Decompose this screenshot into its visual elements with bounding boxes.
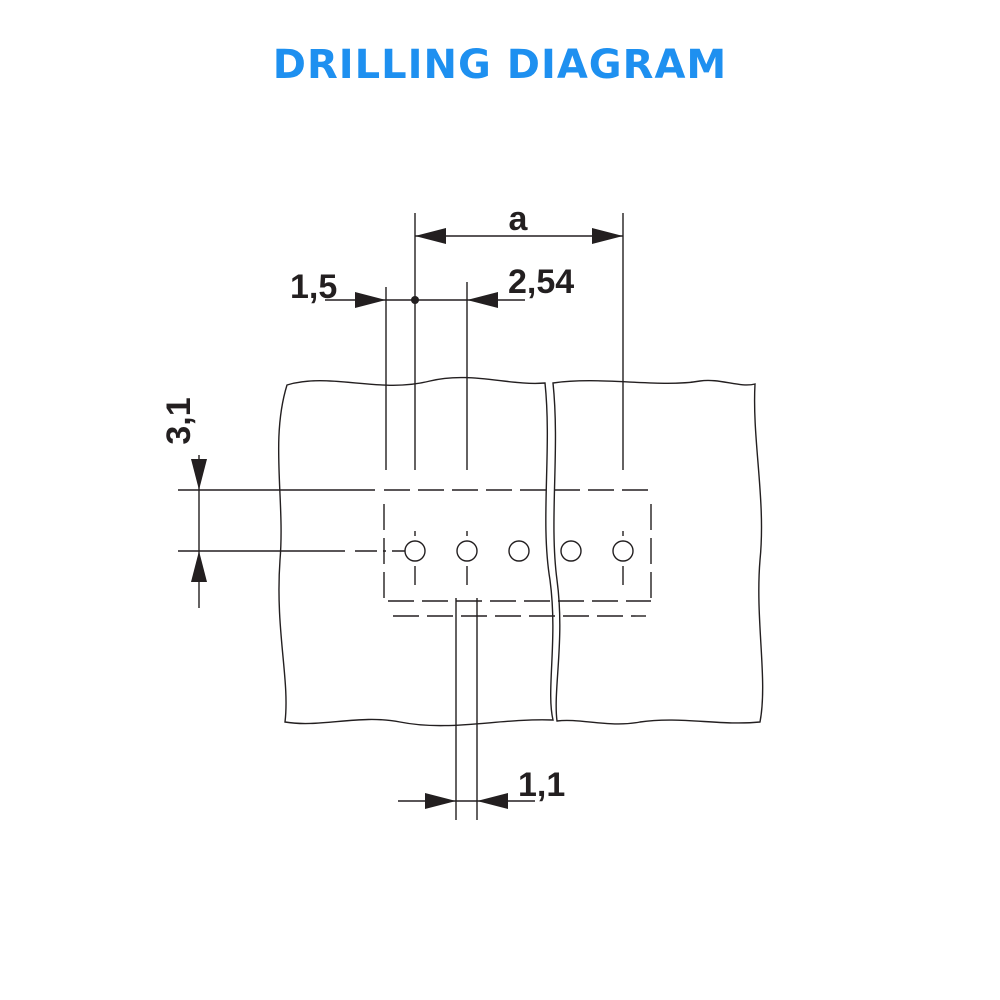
board-right — [552, 379, 764, 725]
dim-label-row: 3,1 — [160, 397, 198, 444]
dim-label-a: a — [509, 200, 529, 238]
arrow-a-right — [592, 228, 623, 244]
arrow-diam-left — [425, 793, 456, 809]
hole-3 — [508, 540, 530, 562]
hole-2 — [456, 531, 478, 585]
arrow-row-bottom — [191, 551, 207, 582]
hole-1 — [404, 531, 426, 585]
board-left — [277, 376, 554, 727]
arrow-edge — [355, 292, 386, 308]
page-title: DRILLING DIAGRAM — [272, 42, 728, 88]
dim-origin-dot — [411, 296, 419, 304]
arrow-diam-right — [477, 793, 508, 809]
hole-5 — [612, 531, 634, 585]
dim-label-edge: 1,5 — [290, 268, 337, 306]
dim-label-pitch: 2,54 — [508, 263, 574, 301]
arrow-row-top — [191, 459, 207, 490]
dim-label-diam: 1,1 — [518, 766, 565, 804]
hole-4 — [560, 540, 582, 562]
arrow-a-left — [415, 228, 446, 244]
arrow-pitch — [467, 292, 498, 308]
